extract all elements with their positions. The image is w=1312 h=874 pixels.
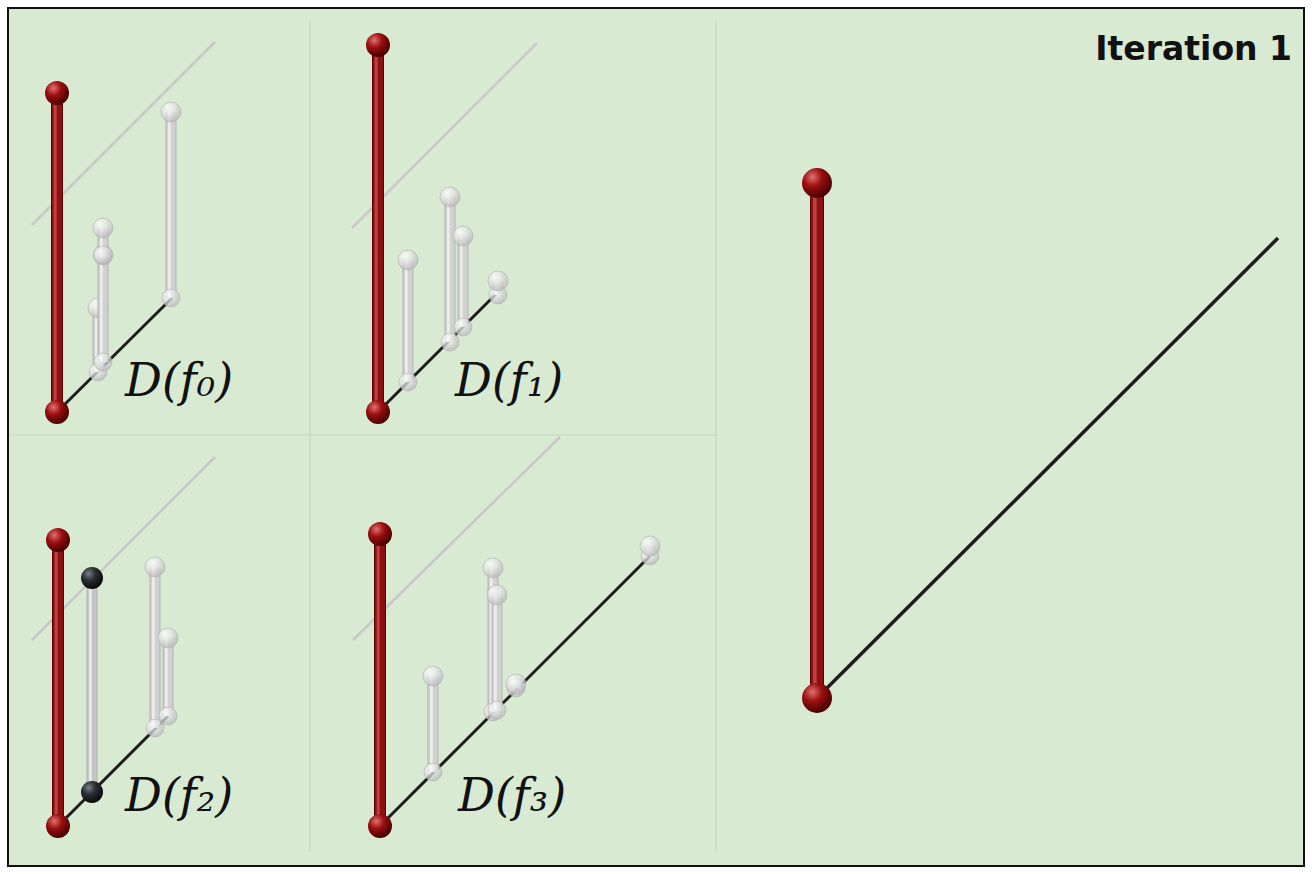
endpoint-sphere	[93, 218, 113, 238]
panel-divider	[309, 22, 310, 852]
endpoint-sphere	[398, 250, 418, 270]
endpoint-sphere	[483, 558, 503, 578]
persistence-bar	[375, 534, 385, 826]
bar-highlight	[55, 540, 58, 826]
endpoint-sphere	[46, 528, 70, 552]
endpoint-sphere	[159, 707, 177, 725]
endpoint-sphere	[454, 318, 472, 336]
endpoint-sphere	[441, 333, 459, 351]
diagram-label: D(f₁)	[455, 357, 563, 403]
endpoint-sphere	[162, 289, 180, 307]
endpoint-sphere	[506, 674, 526, 694]
endpoint-sphere	[399, 373, 417, 391]
endpoint-sphere	[81, 781, 103, 803]
bar-highlight	[165, 638, 168, 716]
endpoint-sphere	[424, 763, 442, 781]
bar-outline	[87, 578, 98, 792]
persistence-bar	[53, 540, 63, 826]
bar-highlight	[460, 236, 463, 327]
bar-outline	[163, 638, 174, 716]
endpoint-sphere	[45, 400, 69, 424]
endpoint-sphere	[45, 81, 69, 105]
endpoint-sphere	[366, 33, 390, 57]
endpoint-sphere	[145, 557, 165, 577]
endpoint-sphere	[366, 400, 390, 424]
persistence-bar	[151, 567, 160, 728]
bar-outline	[492, 595, 503, 710]
endpoint-sphere	[158, 628, 178, 648]
endpoint-sphere	[81, 567, 103, 589]
figure-frame	[8, 8, 1304, 866]
bar-outline	[166, 112, 177, 298]
endpoint-sphere	[368, 522, 392, 546]
persistence-bar	[404, 260, 413, 382]
iteration-title: Iteration 1	[1095, 32, 1292, 65]
bar-outline	[51, 93, 63, 412]
merged-barcode	[802, 168, 1278, 713]
persistence-bar	[52, 93, 62, 412]
persistence-bar	[459, 236, 468, 327]
panel-divider	[10, 434, 716, 435]
bar-highlight	[152, 567, 155, 728]
bar-outline	[458, 236, 469, 327]
endpoint-sphere	[94, 353, 112, 371]
diagram-label: D(f₂)	[125, 772, 233, 818]
endpoint-sphere	[46, 814, 70, 838]
bar-highlight	[430, 676, 433, 772]
persistence-bar	[446, 197, 455, 342]
bar-outline	[374, 534, 386, 826]
bar-outline	[428, 676, 439, 772]
bar-outline	[98, 255, 109, 362]
endpoint-sphere	[368, 814, 392, 838]
bar-highlight	[813, 183, 817, 698]
bar-highlight	[405, 260, 408, 382]
endpoint-sphere	[802, 683, 832, 713]
persistence-bar	[493, 595, 502, 710]
persistence-bar	[429, 676, 438, 772]
diagram-label: D(f₀)	[125, 357, 233, 403]
endpoint-sphere	[93, 245, 113, 265]
endpoint-sphere	[488, 271, 508, 291]
endpoint-sphere	[161, 102, 181, 122]
persistence-bar	[373, 45, 383, 412]
persistence-bar	[811, 183, 823, 698]
bar-outline	[52, 540, 64, 826]
endpoint-sphere	[487, 585, 507, 605]
diagonal-axis	[380, 556, 650, 826]
bar-highlight	[494, 595, 497, 710]
endpoint-sphere	[802, 168, 832, 198]
bar-highlight	[375, 45, 378, 412]
endpoint-sphere	[453, 226, 473, 246]
bar-outline	[403, 260, 414, 382]
bar-highlight	[54, 93, 57, 412]
bar-highlight	[377, 534, 380, 826]
endpoint-sphere	[440, 187, 460, 207]
barcode-panel	[353, 437, 660, 838]
bar-outline	[372, 45, 384, 412]
bar-highlight	[168, 112, 171, 298]
bar-highlight	[100, 255, 103, 362]
persistence-bar	[88, 578, 97, 792]
bar-outline	[445, 197, 456, 342]
diagonal-axis	[817, 238, 1278, 698]
panel-divider	[715, 22, 716, 852]
persistence-bar	[99, 255, 108, 362]
bar-highlight	[89, 578, 92, 792]
diagram-label: D(f₃)	[458, 772, 566, 818]
bar-outline	[810, 183, 824, 698]
persistence-bar	[164, 638, 173, 716]
endpoint-sphere	[488, 701, 506, 719]
endpoint-sphere	[94, 246, 112, 264]
persistence-bar	[167, 112, 176, 298]
endpoint-sphere	[640, 536, 660, 556]
bar-highlight	[447, 197, 450, 342]
endpoint-sphere	[423, 666, 443, 686]
bar-outline	[150, 567, 161, 728]
